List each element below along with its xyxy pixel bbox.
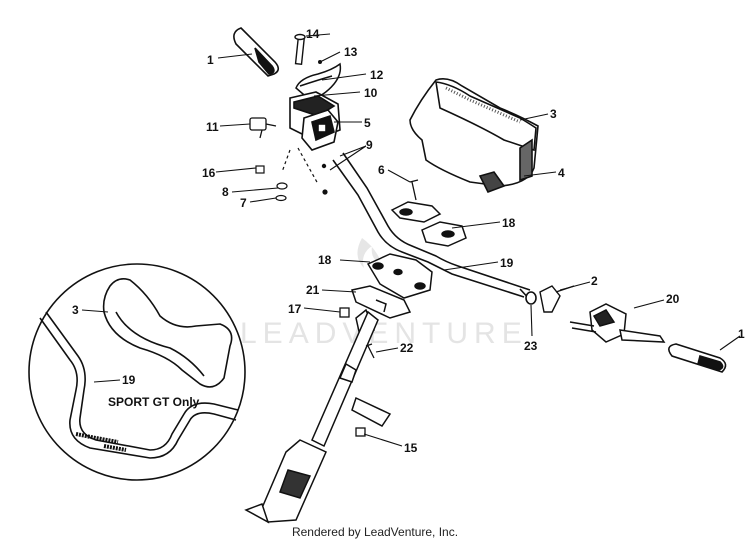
callout-1-right: 1 <box>738 327 745 341</box>
nut-15 <box>355 427 366 437</box>
callout-8: 8 <box>222 185 229 199</box>
brake-lever <box>569 303 666 343</box>
callout-15: 15 <box>404 441 418 455</box>
bolt-22 <box>365 343 375 359</box>
throttle-lever <box>295 62 342 101</box>
callout-2: 2 <box>591 274 598 288</box>
callout-5: 5 <box>364 116 371 130</box>
callout-21: 21 <box>306 283 320 297</box>
nut <box>339 307 350 318</box>
switch <box>249 117 277 139</box>
callouts: 1 14 13 12 10 11 5 9 16 8 7 3 4 6 18 18 … <box>72 27 745 455</box>
footer-credit: Rendered by LeadVenture, Inc. <box>291 525 459 539</box>
callout-3-inset: 3 <box>72 303 79 317</box>
callout-18-upper: 18 <box>502 216 516 230</box>
callout-4: 4 <box>558 166 565 180</box>
control-housing <box>289 91 341 151</box>
left-grip <box>233 27 280 77</box>
callout-6: 6 <box>378 163 385 177</box>
headlight-cowl <box>409 78 539 194</box>
callout-18-lower: 18 <box>318 253 332 267</box>
leader-lines <box>81 33 741 447</box>
callout-16: 16 <box>202 166 216 180</box>
upper-clamp <box>390 201 467 247</box>
lower-clamp <box>366 253 433 299</box>
watermark-text: LEADVENTURE <box>240 317 528 350</box>
callout-14: 14 <box>306 27 320 41</box>
callout-19-inset: 19 <box>122 373 136 387</box>
callout-23: 23 <box>524 339 538 353</box>
pin <box>294 33 306 66</box>
callout-1: 1 <box>207 53 214 67</box>
callout-17: 17 <box>288 302 302 316</box>
callout-20: 20 <box>666 292 680 306</box>
callout-3: 3 <box>550 107 557 121</box>
callout-22: 22 <box>400 341 414 355</box>
right-grip <box>668 343 727 373</box>
handlebar <box>332 152 537 305</box>
small-hardware <box>255 147 328 202</box>
callout-10: 10 <box>364 86 378 100</box>
callout-13: 13 <box>344 45 358 59</box>
bolt <box>409 179 419 201</box>
inset-label: SPORT GT Only <box>108 395 200 409</box>
callout-7: 7 <box>240 196 247 210</box>
callout-12: 12 <box>370 68 384 82</box>
callout-19: 19 <box>500 256 514 270</box>
right-control <box>539 285 575 313</box>
watermark: LEADVENTURE <box>240 238 528 350</box>
callout-9: 9 <box>366 138 373 152</box>
inset-detail <box>28 263 246 481</box>
callout-11: 11 <box>206 120 219 134</box>
steering-column <box>244 310 392 524</box>
